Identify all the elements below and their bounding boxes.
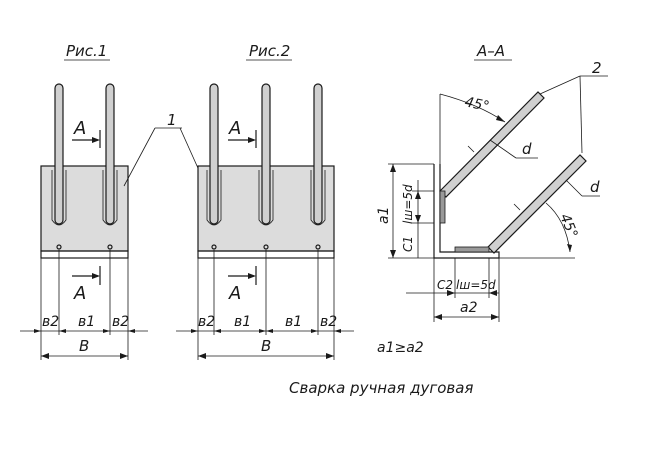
fig2-dim-b1-left: в1 (234, 314, 251, 330)
dim-weld-length-vertical: lш=5d (401, 184, 415, 224)
svg-text:А: А (228, 118, 241, 139)
svg-text:А: А (73, 118, 86, 139)
diameter-label-lower: d (590, 178, 600, 196)
figure-2-section-arrow-top: А (228, 118, 257, 148)
fig2-dim-b2-right: в2 (320, 314, 337, 330)
svg-text:1: 1 (167, 111, 177, 129)
figure-2-rod-2 (258, 83, 274, 226)
figure-2-rod-3 (310, 83, 326, 226)
section-title: А–А (476, 42, 505, 60)
figure-2: Рис.2 А А (176, 42, 354, 360)
relation-note: a1≥a2 (377, 340, 424, 356)
figure-1-plate (40, 165, 129, 252)
caption: Сварка ручная дуговая (289, 379, 473, 397)
diameter-label-upper: d (522, 140, 532, 158)
angle-label-lower: 45° (556, 212, 580, 241)
svg-text:А: А (228, 283, 241, 304)
svg-text:А: А (73, 283, 86, 304)
callout-2: 2 (539, 59, 608, 154)
dim-c1: С1 (401, 236, 415, 252)
fig1-dim-b2-right: в2 (112, 314, 129, 330)
weld-vertical (439, 190, 446, 224)
figure-2-rod-1 (206, 83, 222, 226)
fig2-dim-b1-right: в1 (285, 314, 302, 330)
figure-2-title: Рис.2 (249, 42, 290, 60)
figure-1-rod-right (102, 83, 118, 226)
fig1-dim-b2-left: в2 (42, 314, 59, 330)
figure-1-title: Рис.1 (66, 42, 107, 60)
weld-horizontal (454, 246, 490, 253)
dim-a1: a1 (376, 207, 392, 225)
callout-1: 1 (123, 111, 207, 187)
dim-a2: a2 (460, 300, 478, 316)
rod-lower (487, 154, 587, 254)
figure-1-section-arrow-bottom: А (72, 266, 101, 304)
angle-label-upper: 45° (463, 94, 491, 115)
dim-c2: С2 (437, 278, 453, 292)
fig1-dim-b1: в1 (78, 314, 95, 330)
fig2-dim-b2-left: в2 (198, 314, 215, 330)
dim-weld-length-horizontal: lш=5d (456, 278, 496, 292)
figure-2-section-arrow-bottom: А (228, 266, 257, 304)
figure-1: Рис.1 А А (20, 42, 148, 360)
fig1-dim-B: В (79, 337, 89, 355)
fig2-dim-B: В (261, 337, 271, 355)
figure-1-rod-left (51, 83, 67, 226)
svg-text:2: 2 (592, 59, 602, 77)
section-a-a: А–А 45° 45° d d (376, 42, 608, 356)
angle-profile (433, 164, 500, 259)
figure-1-section-arrow-top: А (72, 118, 101, 148)
